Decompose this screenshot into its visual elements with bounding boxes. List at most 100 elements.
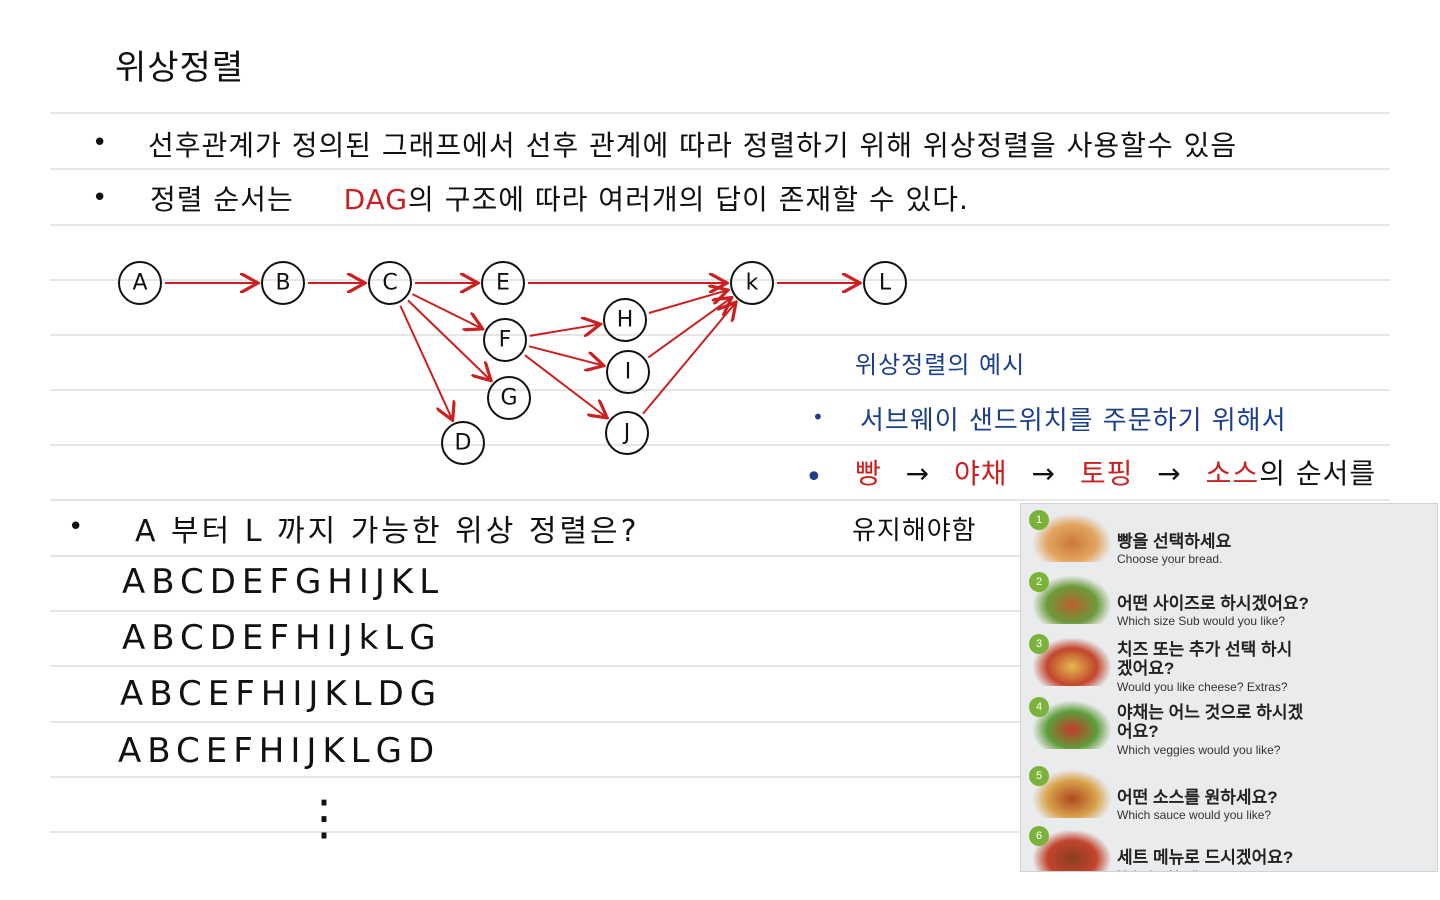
arrow-2: → — [1031, 457, 1056, 490]
step-title-en: Make it a Meal! — [1117, 868, 1198, 871]
node-circle — [605, 411, 649, 455]
bullet-definition: 선후관계가 정의된 그래프에서 선후 관계에 따라 정렬하기 위해 위상정렬을 … — [148, 129, 1238, 162]
edge-F-I — [528, 345, 602, 365]
order-veggies: 야채 — [954, 457, 1008, 490]
edge-C-F — [411, 293, 480, 328]
step-title-en: Which sauce would you like? — [1117, 808, 1272, 822]
node-G: G — [487, 376, 531, 420]
edge-I-k — [647, 299, 730, 359]
node-circle — [118, 261, 162, 305]
node-circle — [863, 261, 907, 305]
question: A 부터 L 까지 가능한 위상 정렬은? — [135, 514, 640, 549]
node-circle — [261, 261, 305, 305]
dag-term: DAG — [343, 183, 409, 216]
menu-step: 4 야채는 어느 것으로 하시겠어요? Which veggies would yo… — [1021, 697, 1437, 757]
node-label: B — [275, 271, 290, 296]
step-title-ko: 어떤 소스를 원하세요? — [1117, 788, 1278, 807]
edge-F-J — [524, 354, 606, 416]
edge-J-k — [642, 304, 735, 415]
edge-C-G — [407, 299, 490, 379]
step-title-en: Which veggies would you like? — [1117, 743, 1281, 757]
menu-step: 3 치즈 또는 추가 선택 하시겠어요? Would you like cheese… — [1021, 634, 1437, 694]
bullet-dag: 정렬 순서는 DAG의 구조에 따라 여러개의 답이 존재할 수 있다. — [150, 178, 969, 218]
node-k: k — [730, 261, 774, 305]
node-D: D — [441, 421, 485, 465]
node-J: J — [605, 411, 649, 455]
order-2: ABCDEFHIJkLG — [122, 618, 442, 658]
step-title-en: Would you like cheese? Extras? — [1117, 680, 1288, 694]
arrow-1: → — [905, 457, 931, 490]
node-circle — [481, 261, 525, 305]
order-topping: 토핑 — [1079, 457, 1134, 490]
example-line3: 유지해야함 — [852, 516, 977, 546]
node-L: L — [863, 261, 907, 305]
example-heading: 위상정렬의 예시 — [855, 351, 1026, 379]
step-number-badge: 4 — [1029, 697, 1049, 717]
step-title-ko: 어떤 사이즈로 하시겠어요? — [1117, 594, 1309, 613]
menu-step: 5 어떤 소스를 원하세요?Which sauce would you like? — [1021, 766, 1437, 826]
node-circle — [603, 298, 647, 342]
edge-C-D — [399, 305, 451, 419]
node-label: L — [879, 271, 892, 296]
node-E: E — [481, 261, 525, 305]
node-I: I — [606, 350, 650, 394]
step-number-badge: 2 — [1029, 572, 1049, 592]
step-number-badge: 5 — [1029, 766, 1049, 786]
step-title-ko: 세트 메뉴로 드시겠어요? — [1117, 848, 1294, 867]
bullet-dot: • — [92, 128, 108, 158]
edge-F-H — [529, 324, 599, 335]
node-A: A — [118, 261, 162, 305]
arrow-3: → — [1157, 457, 1182, 490]
step-title-ko: 빵을 선택하세요 — [1117, 532, 1232, 551]
node-label: F — [499, 328, 512, 353]
node-circle — [441, 421, 485, 465]
order-bread: 빵 — [855, 457, 882, 490]
example-line1: 서브웨이 샌드위치를 주문하기 위해서 — [860, 406, 1287, 436]
node-C: C — [368, 261, 412, 305]
step-number-badge: 3 — [1029, 634, 1049, 654]
bullet-dot: • — [812, 405, 824, 429]
node-label: k — [746, 271, 759, 296]
step-title-ko: 치즈 또는 추가 선택 하시겠어요? — [1117, 640, 1293, 678]
node-circle — [730, 261, 774, 305]
step-number-badge: 6 — [1029, 826, 1049, 846]
bullet-dot: • — [805, 460, 823, 495]
node-label: I — [625, 360, 632, 385]
step-number-badge: 1 — [1029, 510, 1049, 530]
order-suffix: 의 순서를 — [1259, 457, 1377, 490]
step-title-en: Choose your bread. — [1117, 552, 1223, 566]
node-circle — [487, 376, 531, 420]
menu-step: 6 세트 메뉴로 드시겠어요?Make it a Meal! — [1021, 826, 1437, 871]
bullet-dag-after: 의 구조에 따라 여러개의 답이 존재할 수 있다. — [408, 183, 969, 216]
node-F: F — [483, 318, 527, 362]
node-circle — [606, 350, 650, 394]
node-label: J — [622, 421, 631, 446]
node-label: H — [617, 308, 634, 333]
bullet-dot: • — [68, 512, 84, 542]
node-label: D — [455, 431, 472, 456]
ellipsis: ⋮ — [300, 790, 349, 846]
node-label: G — [500, 386, 517, 411]
node-circle — [368, 261, 412, 305]
page-title: 위상정렬 — [115, 48, 245, 88]
order-4: ABCEFHIJKLGD — [118, 731, 441, 771]
bullet-dag-before: 정렬 순서는 — [150, 183, 294, 216]
bullet-dot: • — [92, 183, 108, 213]
node-label: A — [132, 271, 147, 296]
edge-H-k — [648, 291, 726, 314]
node-B: B — [261, 261, 305, 305]
menu-step: 2 어떤 사이즈로 하시겠어요?Which size Sub would you … — [1021, 572, 1437, 632]
step-title-en: Which size Sub would you like? — [1117, 614, 1286, 628]
order-1: ABCDEFGHIJKL — [122, 562, 445, 602]
step-title-ko: 야채는 어느 것으로 하시겠어요? — [1117, 703, 1304, 741]
example-line2: 빵 → 야채 → 토핑 → 소스의 순서를 — [855, 452, 1376, 492]
node-label: C — [382, 271, 397, 296]
order-sauce: 소스 — [1205, 457, 1260, 490]
order-3: ABCEFHIJKLDG — [120, 674, 443, 714]
node-label: E — [496, 271, 510, 296]
